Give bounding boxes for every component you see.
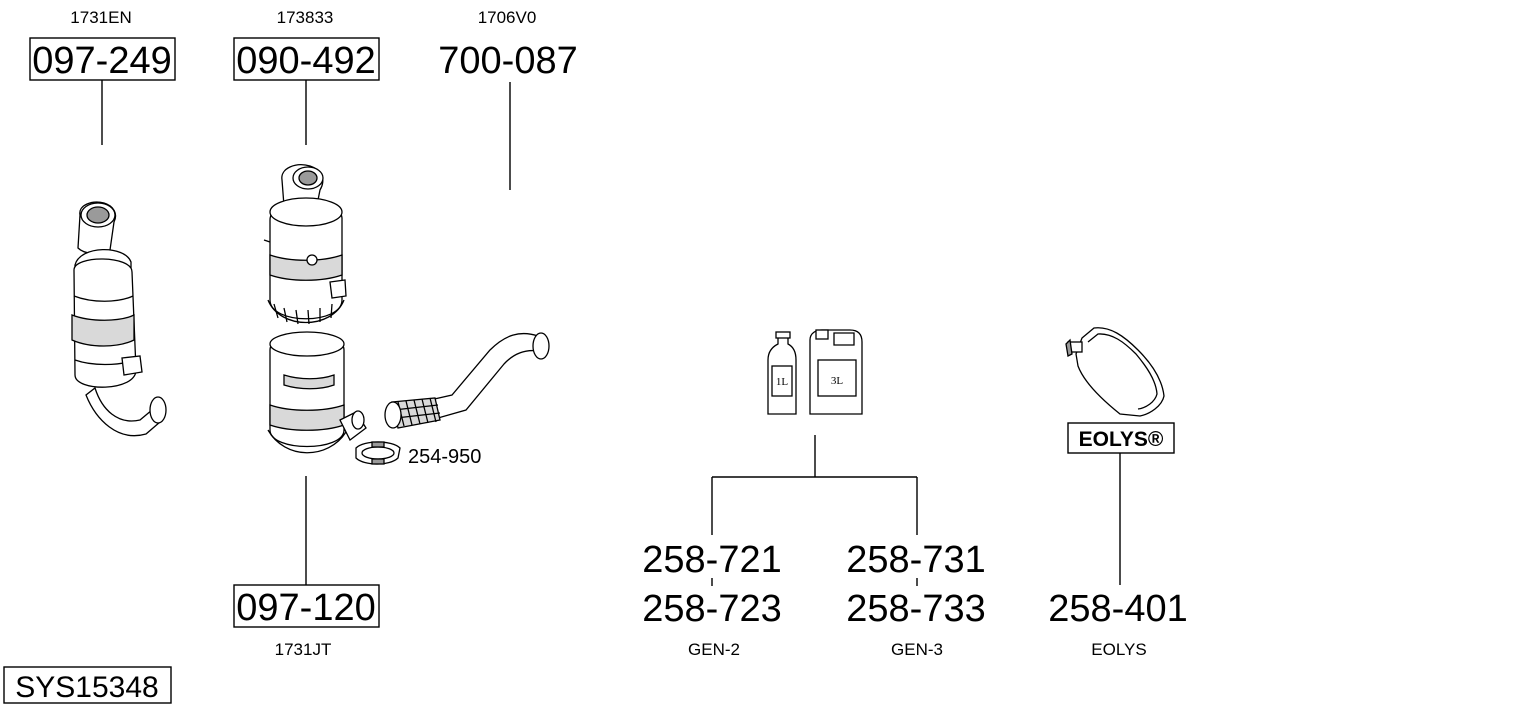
part-number-097-120[interactable]: 097-120: [236, 587, 375, 629]
part-097-249[interactable]: 1731EN 097-249: [29, 8, 176, 145]
additive-containers-illustration: 1L 3L: [767, 329, 863, 415]
part-number-258-723[interactable]: 258-723: [642, 588, 781, 630]
caption-gen-3: GEN-3: [891, 640, 943, 659]
eolys-logo-text: EOLYS®: [1079, 428, 1164, 451]
part-097-120[interactable]: 097-120 1731JT: [233, 476, 380, 659]
gen-additive-tree: [711, 435, 918, 535]
part-number-box: [233, 584, 380, 628]
part-gen-2[interactable]: 258-721 258-723 GEN-2: [642, 539, 781, 659]
caption-gen-2: GEN-2: [688, 640, 740, 659]
eolys-bag-illustration: [1065, 327, 1165, 417]
part-number-700-087[interactable]: 700-087: [438, 40, 577, 82]
part-eolys[interactable]: EOLYS® 258-401 EOLYS: [1048, 422, 1188, 659]
container-1l-label: 1L: [776, 376, 789, 388]
oem-code-1731EN: 1731EN: [70, 8, 131, 27]
part-number-258-733[interactable]: 258-733: [846, 588, 985, 630]
oem-code-173833: 173833: [277, 8, 334, 27]
part-number-258-731[interactable]: 258-731: [846, 539, 985, 581]
flex-pipe-illustration: [384, 332, 550, 429]
catalytic-converter-2-illustration: [267, 331, 367, 454]
part-gen-3[interactable]: 258-731 258-733 GEN-3: [846, 539, 985, 659]
part-number-258-401[interactable]: 258-401: [1048, 588, 1187, 630]
clamp-illustration: [355, 441, 401, 465]
container-3l-label: 3L: [831, 375, 844, 387]
part-number-097-249[interactable]: 097-249: [32, 40, 171, 82]
caption-eolys: EOLYS: [1091, 640, 1146, 659]
oem-code-1731JT: 1731JT: [275, 640, 332, 659]
oem-code-1706V0: 1706V0: [478, 8, 537, 27]
part-number-254-950[interactable]: 254-950: [408, 446, 481, 468]
system-code-box: [3, 666, 172, 704]
part-700-087[interactable]: 1706V0 700-087: [438, 8, 578, 190]
catalytic-converter-1-illustration: [71, 201, 167, 437]
system-code: SYS15348: [3, 666, 172, 704]
part-number-258-721[interactable]: 258-721: [642, 539, 781, 581]
system-code-text: SYS15348: [15, 671, 158, 704]
particulate-filter-top-illustration: [263, 164, 347, 325]
eolys-logo-box: [1067, 422, 1175, 454]
part-090-492[interactable]: 173833 090-492: [233, 8, 380, 145]
part-number-090-492[interactable]: 090-492: [236, 40, 375, 82]
